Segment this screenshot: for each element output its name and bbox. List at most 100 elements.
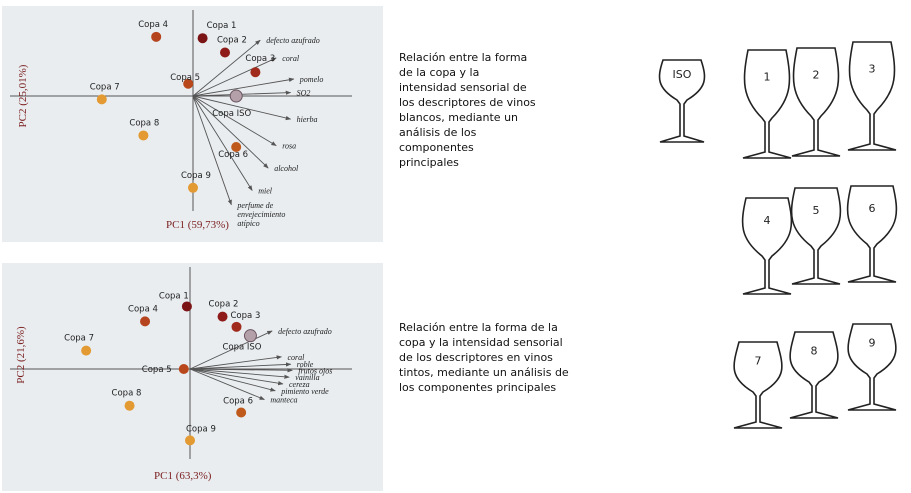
wine-glass-label: 2 <box>813 69 820 82</box>
glass-point <box>217 311 228 322</box>
glass-point-label: Copa 6 <box>218 150 248 160</box>
wine-glass-label: ISO <box>673 68 692 81</box>
glass-point <box>185 435 195 446</box>
descriptor-label: pomelo <box>299 75 324 84</box>
glass-point <box>183 78 194 89</box>
descriptor-label: hierba <box>297 115 318 124</box>
descriptor-label: SO2 <box>297 89 311 98</box>
pca-chart-red-wine: PC1 (63,3%) PC2 (21,6%) defecto azufrado co… <box>2 263 383 491</box>
glass-point <box>81 345 92 356</box>
glass-point <box>188 182 198 193</box>
glass-point <box>178 364 189 374</box>
descriptor-label: cereza <box>289 380 310 389</box>
descriptor-label: manteca <box>270 396 297 405</box>
descriptor-label: frutos ojos <box>298 366 332 375</box>
glass-point <box>124 400 135 411</box>
glass-point-label: Copa 1 <box>207 21 237 31</box>
wine-glass-label: 5 <box>813 204 820 217</box>
glass-point <box>231 142 242 152</box>
wine-glass-label: 7 <box>755 355 762 368</box>
descriptor-vector <box>192 39 261 97</box>
glass-point <box>229 89 243 103</box>
glass-point <box>181 301 192 312</box>
descriptor-label: rosa <box>282 142 296 151</box>
glass-point-label: Copa 4 <box>138 20 168 30</box>
glass-point <box>96 94 107 105</box>
wine-glass-outline <box>846 185 898 283</box>
glass-point-label: Copa 7 <box>64 334 94 344</box>
glass-point <box>140 316 151 327</box>
glass-point-label: Copa 1 <box>159 291 189 301</box>
descriptor-vector <box>189 368 284 386</box>
glass-point-label: Copa 9 <box>186 424 216 434</box>
glass-point <box>231 321 242 332</box>
descriptor-vector <box>189 368 265 401</box>
descriptor-label: coral <box>282 54 300 63</box>
descriptor-label: pimiento verde <box>280 387 329 396</box>
glass-point <box>236 407 247 418</box>
wine-glass-label: 3 <box>869 63 876 76</box>
glass-point <box>250 67 261 78</box>
wine-glass-label: 6 <box>869 202 876 215</box>
glass-point-label: Copa 4 <box>128 304 158 314</box>
descriptor-label: defecto azufrado <box>266 36 320 45</box>
descriptor-vector <box>192 57 277 97</box>
descriptor-label: alcohol <box>274 164 299 173</box>
glass-point <box>138 130 149 141</box>
glass-point-label: Copa 5 <box>170 73 200 83</box>
glass-point-label: Copa 7 <box>90 82 120 92</box>
wine-glass-label: 8 <box>811 345 818 358</box>
glass-point-label: Copa 5 <box>142 365 172 375</box>
glass-point <box>243 329 257 343</box>
descriptor-label: defecto azufrado <box>278 327 332 336</box>
pca-plot-white: PC1 (59,73%) PC2 (25,01%) defecto azufrado… <box>10 10 352 231</box>
descriptor-vector <box>189 368 290 379</box>
wine-glass-outline <box>742 49 792 159</box>
wine-glass-outline <box>658 59 706 143</box>
descriptor-label: miel <box>258 187 273 196</box>
descriptor-vector <box>192 95 232 206</box>
wine-glass-outline <box>847 323 897 411</box>
wine-glass-outline <box>790 187 842 285</box>
glass-point-label: Copa 6 <box>223 397 253 407</box>
glass-shapes-figure: ISO 1 2 3 4 5 6 7 8 9 <box>640 30 910 450</box>
glass-point-label: Copa 2 <box>209 300 239 310</box>
pca-plot-red: PC1 (63,3%) PC2 (21,6%) defecto azufrado co… <box>10 267 352 482</box>
wine-glass-outline <box>791 47 841 157</box>
wine-glass-outline <box>741 197 793 295</box>
caption-white-wine: Relación entre la forma de la copa y la … <box>399 51 536 169</box>
descriptor-vector <box>189 355 282 370</box>
x-axis-label: PC1 (63,3%) <box>154 470 212 482</box>
descriptor-vector <box>192 95 269 169</box>
wine-glass-outline <box>847 41 897 151</box>
x-axis-label: PC1 (59,73%) <box>166 219 229 231</box>
wine-glass-label: 4 <box>764 214 771 227</box>
descriptor-vector <box>189 362 292 370</box>
glass-shapes-drawing: ISO 1 2 3 4 5 6 7 8 9 <box>658 41 898 429</box>
wine-glass-label: 9 <box>869 337 876 350</box>
glass-point-label: Copa 2 <box>217 35 247 45</box>
descriptor-label: vainilla <box>295 373 319 382</box>
wine-glass-label: 1 <box>764 71 771 84</box>
glass-point-label: Copa ISO <box>212 109 251 119</box>
pca-chart-white-wine: PC1 (59,73%) PC2 (25,01%) defecto azufrado… <box>2 6 383 242</box>
descriptor-vector <box>192 95 253 191</box>
descriptor-vector <box>192 95 292 121</box>
descriptor-vector <box>192 95 277 147</box>
glass-point <box>197 33 208 44</box>
descriptor-vector <box>189 368 276 392</box>
descriptor-vector <box>189 368 293 373</box>
descriptor-vector <box>189 330 273 370</box>
glass-point <box>151 31 162 42</box>
glass-point-label: Copa 3 <box>231 311 261 321</box>
glass-point-label: Copa ISO <box>222 343 261 353</box>
descriptor-label: roble <box>297 360 314 369</box>
y-axis-label: PC2 (25,01%) <box>17 64 29 127</box>
descriptor-label: coral <box>287 353 305 362</box>
glass-point-label: Copa 8 <box>112 389 142 399</box>
wine-glass-outline <box>733 341 783 429</box>
y-axis-label: PC2 (21,6%) <box>15 326 27 384</box>
caption-red-wine: Relación entre la forma de la copa y la … <box>399 321 569 394</box>
glass-point-label: Copa 9 <box>181 171 211 181</box>
